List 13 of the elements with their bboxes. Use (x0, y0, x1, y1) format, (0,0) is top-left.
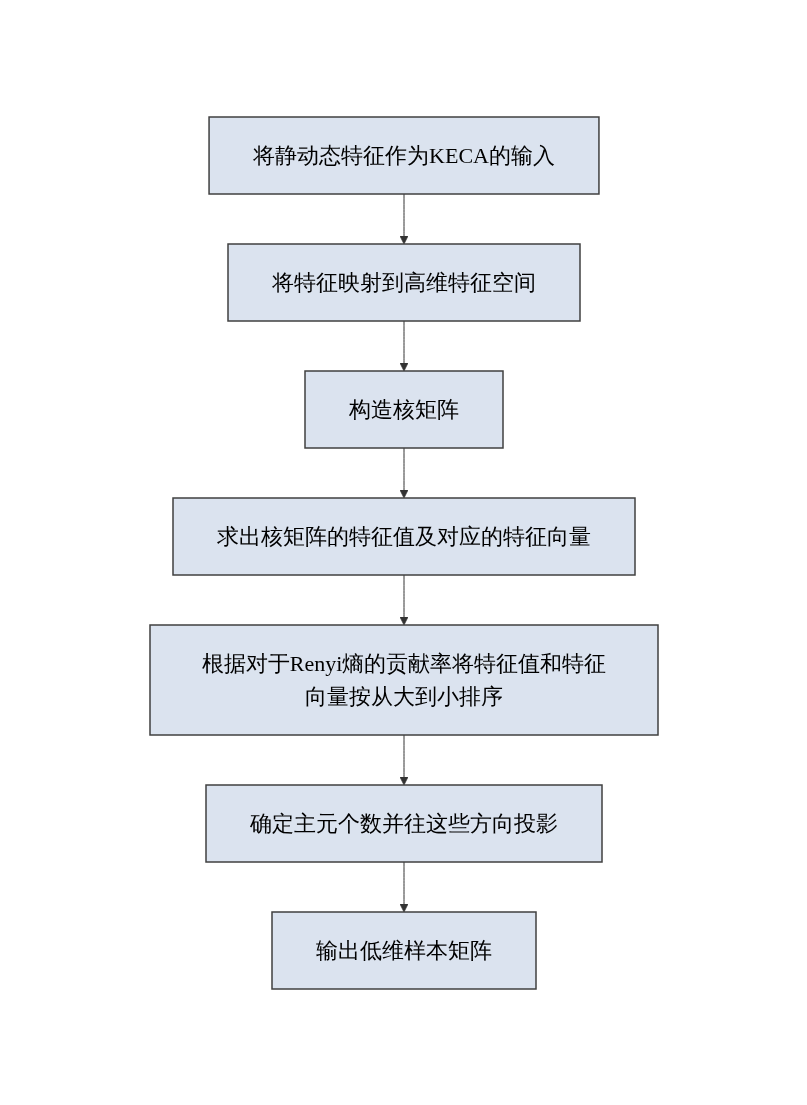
node-box: 求出核矩阵的特征值及对应的特征向量 (171, 496, 636, 576)
node-box: 构造核矩阵 (303, 369, 504, 449)
arrow (399, 574, 408, 625)
arrow (399, 320, 408, 371)
arrow (399, 861, 408, 912)
arrow (399, 734, 408, 785)
node-box: 根据对于Renyi熵的贡献率将特征值和特征向量按从大到小排序 (148, 623, 659, 736)
node-box: 将特征映射到高维特征空间 (226, 242, 581, 322)
arrow (399, 447, 408, 498)
node-box: 确定主元个数并往这些方向投影 (204, 783, 603, 863)
node-box: 输出低维样本矩阵 (270, 910, 537, 990)
node-box: 将静动态特征作为KECA的输入 (207, 115, 600, 195)
arrow (399, 193, 408, 244)
